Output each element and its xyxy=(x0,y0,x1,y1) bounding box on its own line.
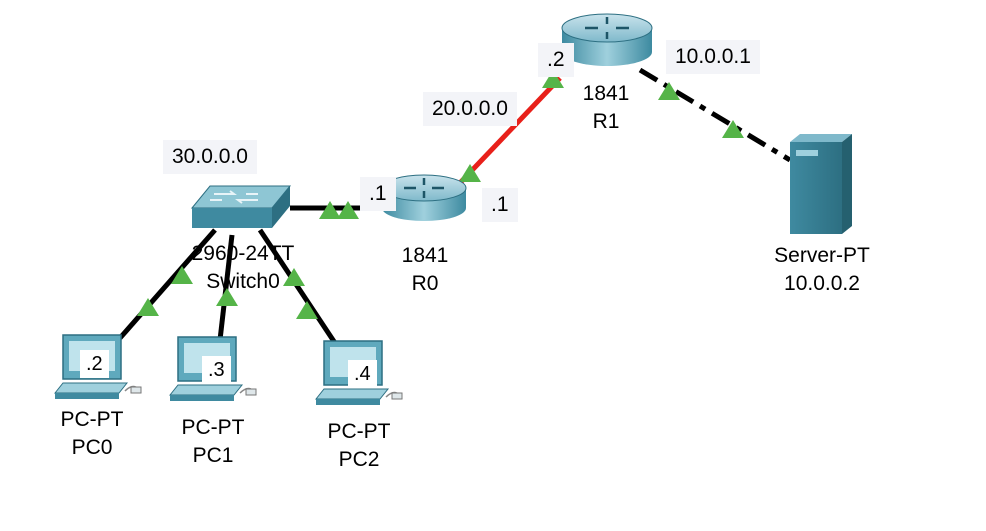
note-r0-port-right[interactable]: .1 xyxy=(482,188,518,222)
note-r1-port-left[interactable]: .2 xyxy=(538,43,574,77)
pc0-model: PC-PT xyxy=(60,408,124,431)
r0-name: R0 xyxy=(411,272,439,295)
switch0-model: 2960-24TT xyxy=(191,242,295,265)
note-r0-port-left[interactable]: .1 xyxy=(360,177,396,211)
pc1-model: PC-PT xyxy=(181,416,245,439)
r0-label: 1841 R0 xyxy=(402,242,449,298)
pc0-name: PC0 xyxy=(71,436,113,459)
pc2-name: PC2 xyxy=(338,448,380,471)
pc2-label: PC-PT PC2 xyxy=(328,418,391,474)
note-network-30[interactable]: 30.0.0.0 xyxy=(163,140,257,174)
pc0-label: PC-PT PC0 xyxy=(61,406,124,462)
link-r0-r1[interactable] xyxy=(456,76,562,187)
pc0-ip-label: .2 xyxy=(80,350,109,378)
router-icon[interactable] xyxy=(381,174,467,221)
note-network-10[interactable]: 10.0.0.1 xyxy=(666,40,760,74)
server-icon[interactable] xyxy=(790,134,852,234)
pc1-label: PC-PT PC1 xyxy=(182,414,245,470)
note-network-20[interactable]: 20.0.0.0 xyxy=(423,92,517,126)
pc1-ip-label: .3 xyxy=(202,356,231,384)
r1-model: 1841 xyxy=(582,82,630,105)
switch0-label: 2960-24TT Switch0 xyxy=(192,240,295,296)
link-switch0-pc0[interactable] xyxy=(118,228,217,340)
switch0-name: Switch0 xyxy=(206,270,280,293)
link-switch0-pc1[interactable] xyxy=(217,234,235,341)
server-name: 10.0.0.2 xyxy=(784,272,860,295)
r0-model: 1841 xyxy=(401,244,449,267)
server-label: Server-PT 10.0.0.2 xyxy=(774,242,870,298)
link-switch0-pc2[interactable] xyxy=(257,228,338,345)
r1-label: 1841 R1 xyxy=(583,80,630,136)
pc1-name: PC1 xyxy=(192,444,234,467)
router-icon[interactable] xyxy=(561,13,653,66)
switch-icon[interactable] xyxy=(190,185,292,228)
pc2-ip-label: .4 xyxy=(348,360,377,388)
r1-name: R1 xyxy=(592,110,620,133)
server-model: Server-PT xyxy=(774,244,870,267)
pc2-model: PC-PT xyxy=(327,420,391,443)
link-r1-server[interactable] xyxy=(638,67,792,163)
